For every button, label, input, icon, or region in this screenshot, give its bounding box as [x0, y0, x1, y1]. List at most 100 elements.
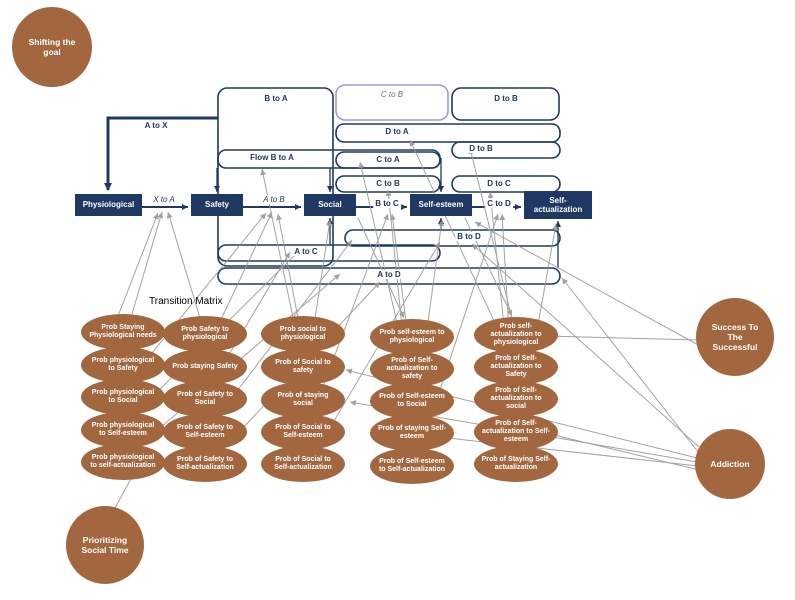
- loop-node-success-to-the-successful[interactable]: Success To The Successful: [696, 298, 774, 376]
- prob-node[interactable]: Prob of staying social: [261, 382, 345, 418]
- flow-label-d-to-a: D to A: [383, 127, 411, 136]
- loop-node-label: Shifting the goal: [28, 36, 76, 57]
- loop-node-shifting-the-goal[interactable]: Shifting the goal: [12, 7, 92, 87]
- prob-node[interactable]: Prob physiological to Self-esteem: [81, 412, 165, 448]
- state-label: Self-actualization: [533, 195, 583, 214]
- state-social[interactable]: Social: [304, 194, 356, 216]
- prob-node[interactable]: Prob of staying Self-esteem: [370, 415, 454, 451]
- state-safety[interactable]: Safety: [191, 194, 243, 216]
- prob-node-label: Prob social to physiological: [279, 326, 327, 341]
- loop-node-prioritizing-social-time[interactable]: Prioritizing Social Time: [66, 506, 144, 584]
- prob-node-label: Prob of Social to safety: [275, 359, 331, 374]
- prob-node-label: Prob staying Safety: [172, 363, 238, 371]
- connector-line: [389, 213, 407, 322]
- connector-line: [166, 211, 201, 319]
- state-self-actualization[interactable]: Self-actualization: [524, 191, 592, 219]
- prob-node[interactable]: Prob of Social to Self-actualization: [261, 446, 345, 482]
- prob-node[interactable]: Prob of Self-actualization to Safety: [474, 349, 558, 385]
- prob-node[interactable]: Prob of Safety to Self-actualization: [163, 446, 247, 482]
- valve-label-x-to-a: X to A: [151, 195, 177, 204]
- flow-loop-d-to-c-outline: [451, 175, 561, 193]
- prob-node[interactable]: Prob self-actualization to physiological: [474, 317, 558, 353]
- prob-node[interactable]: Prob staying Safety: [163, 349, 247, 385]
- prob-node-label: Prob physiological to Self-esteem: [91, 422, 155, 437]
- flow-loop-d-to-b-upper-outline: [451, 87, 560, 121]
- flow-label-a-to-c: A to C: [292, 247, 320, 256]
- connector-line: [468, 147, 513, 320]
- flow-loop-b-to-a-outline: [217, 87, 334, 267]
- state-label: Physiological: [82, 200, 135, 210]
- prob-node[interactable]: Prob of Social to safety: [261, 349, 345, 385]
- prob-node-label: Prob physiological to Safety: [91, 357, 155, 372]
- valve-label-b-to-c: B to C: [373, 199, 401, 208]
- flow-loop-a-to-d-outline: [217, 267, 561, 285]
- flow-label-d-to-b-upper: D to B: [492, 94, 520, 103]
- prob-node[interactable]: Prob of Self-actualization to Self-estee…: [474, 414, 558, 450]
- loop-node-label: Addiction: [710, 458, 750, 469]
- connector-line: [429, 433, 699, 467]
- prob-node-label: Prob of Self-actualization to social: [490, 387, 542, 410]
- a-to-x-loop-arrow: [104, 116, 218, 191]
- prob-node[interactable]: Prob of Self-esteem to Self-actualizatio…: [370, 448, 454, 484]
- loop-node-addiction[interactable]: Addiction: [695, 429, 765, 499]
- flow-label-a-to-d: A to D: [375, 270, 403, 279]
- flow-loop-c-to-a-outline: [335, 151, 441, 169]
- state-physiological[interactable]: Physiological: [75, 194, 142, 216]
- prob-node-label: Prob Safety to physiological: [181, 326, 229, 341]
- state-self-esteem[interactable]: Self-esteem: [410, 194, 472, 216]
- prob-node-label: Prob of Self-actualization to Self-estee…: [481, 420, 551, 443]
- prob-node-label: Prob of Self-esteem to Social: [379, 393, 445, 408]
- connector-line: [117, 212, 159, 317]
- transition-matrix-label: Transition Matrix: [149, 296, 223, 307]
- prob-node-label: Prob of Social to Self-actualization: [274, 456, 332, 471]
- valve-label-a-to-b: A to B: [261, 195, 287, 204]
- prob-node[interactable]: Prob Safety to physiological: [163, 316, 247, 352]
- prob-node-label: Prob physiological to Social: [91, 389, 155, 404]
- flow-label-b-to-d: B to D: [455, 232, 483, 241]
- prob-node[interactable]: Prob of Self-actualization to social: [474, 381, 558, 417]
- prob-node-label: Prob of Safety to Self-actualization: [176, 456, 234, 471]
- prob-node[interactable]: Prob of Self-actualization to safety: [370, 351, 454, 387]
- prob-node[interactable]: Prob Staying Physiological needs: [81, 314, 165, 350]
- flow-label-a-to-x: A to X: [142, 121, 170, 130]
- flow-label-flow-b-to-a: Flow B to A: [248, 153, 296, 162]
- flow-loop-c-to-b-upper-outline: [335, 84, 449, 121]
- prob-node[interactable]: Prob physiological to Safety: [81, 347, 165, 383]
- connector-line: [276, 213, 299, 319]
- prob-node-label: Prob of Self-actualization to Safety: [490, 355, 542, 378]
- prob-node[interactable]: Prob of Social to Self-esteem: [261, 414, 345, 450]
- prob-node-label: Prob of Self-actualization to safety: [386, 357, 438, 380]
- prob-node-label: Prob self-actualization to physiological: [490, 323, 542, 346]
- prob-node[interactable]: Prob of Self-esteem to Social: [370, 383, 454, 419]
- connector-line: [545, 333, 699, 341]
- prob-node-label: Prob physiological to self-actualization: [90, 454, 156, 469]
- prob-node[interactable]: Prob of Staying Self-actualization: [474, 446, 558, 482]
- flow-loop-a-to-c-outline: [217, 244, 441, 262]
- flow-label-d-to-b: D to B: [467, 144, 495, 153]
- flow-label-c-to-a: C to A: [374, 155, 402, 164]
- connector-line: [409, 139, 509, 352]
- flow-label-b-to-a: B to A: [262, 94, 290, 103]
- state-label: Self-esteem: [418, 200, 464, 210]
- prob-node-label: Prob of Staying Self-actualization: [481, 456, 551, 471]
- connector-line: [471, 243, 700, 448]
- flow-label-c-to-b: C to B: [374, 179, 402, 188]
- flow-loop-d-to-b-outline: [451, 141, 561, 159]
- loop-node-label: Prioritizing Social Time: [81, 534, 129, 555]
- prob-node[interactable]: Prob social to physiological: [261, 316, 345, 352]
- prob-node[interactable]: Prob physiological to self-actualization: [81, 444, 165, 480]
- connector-line: [474, 221, 701, 347]
- prob-node[interactable]: Prob physiological to Social: [81, 379, 165, 415]
- loop-node-label: Success To The Successful: [711, 321, 759, 353]
- prob-node-label: Prob of Social to Self-esteem: [275, 424, 331, 439]
- prob-node-label: Prob of staying Self-esteem: [377, 425, 447, 440]
- prob-node-label: Prob of Self-esteem to Self-actualizatio…: [378, 458, 446, 473]
- prob-node[interactable]: Prob of Safety to Self-esteem: [163, 414, 247, 450]
- flow-loop-b-to-d-outline: [344, 229, 561, 247]
- prob-node-label: Prob of staying social: [277, 392, 329, 407]
- prob-node[interactable]: Prob of Safety to Social: [163, 381, 247, 417]
- flow-label-d-to-c: D to C: [485, 179, 513, 188]
- valve-label-c-to-d: C to D: [485, 199, 513, 208]
- prob-node[interactable]: Prob self-esteem to physiological: [370, 319, 454, 355]
